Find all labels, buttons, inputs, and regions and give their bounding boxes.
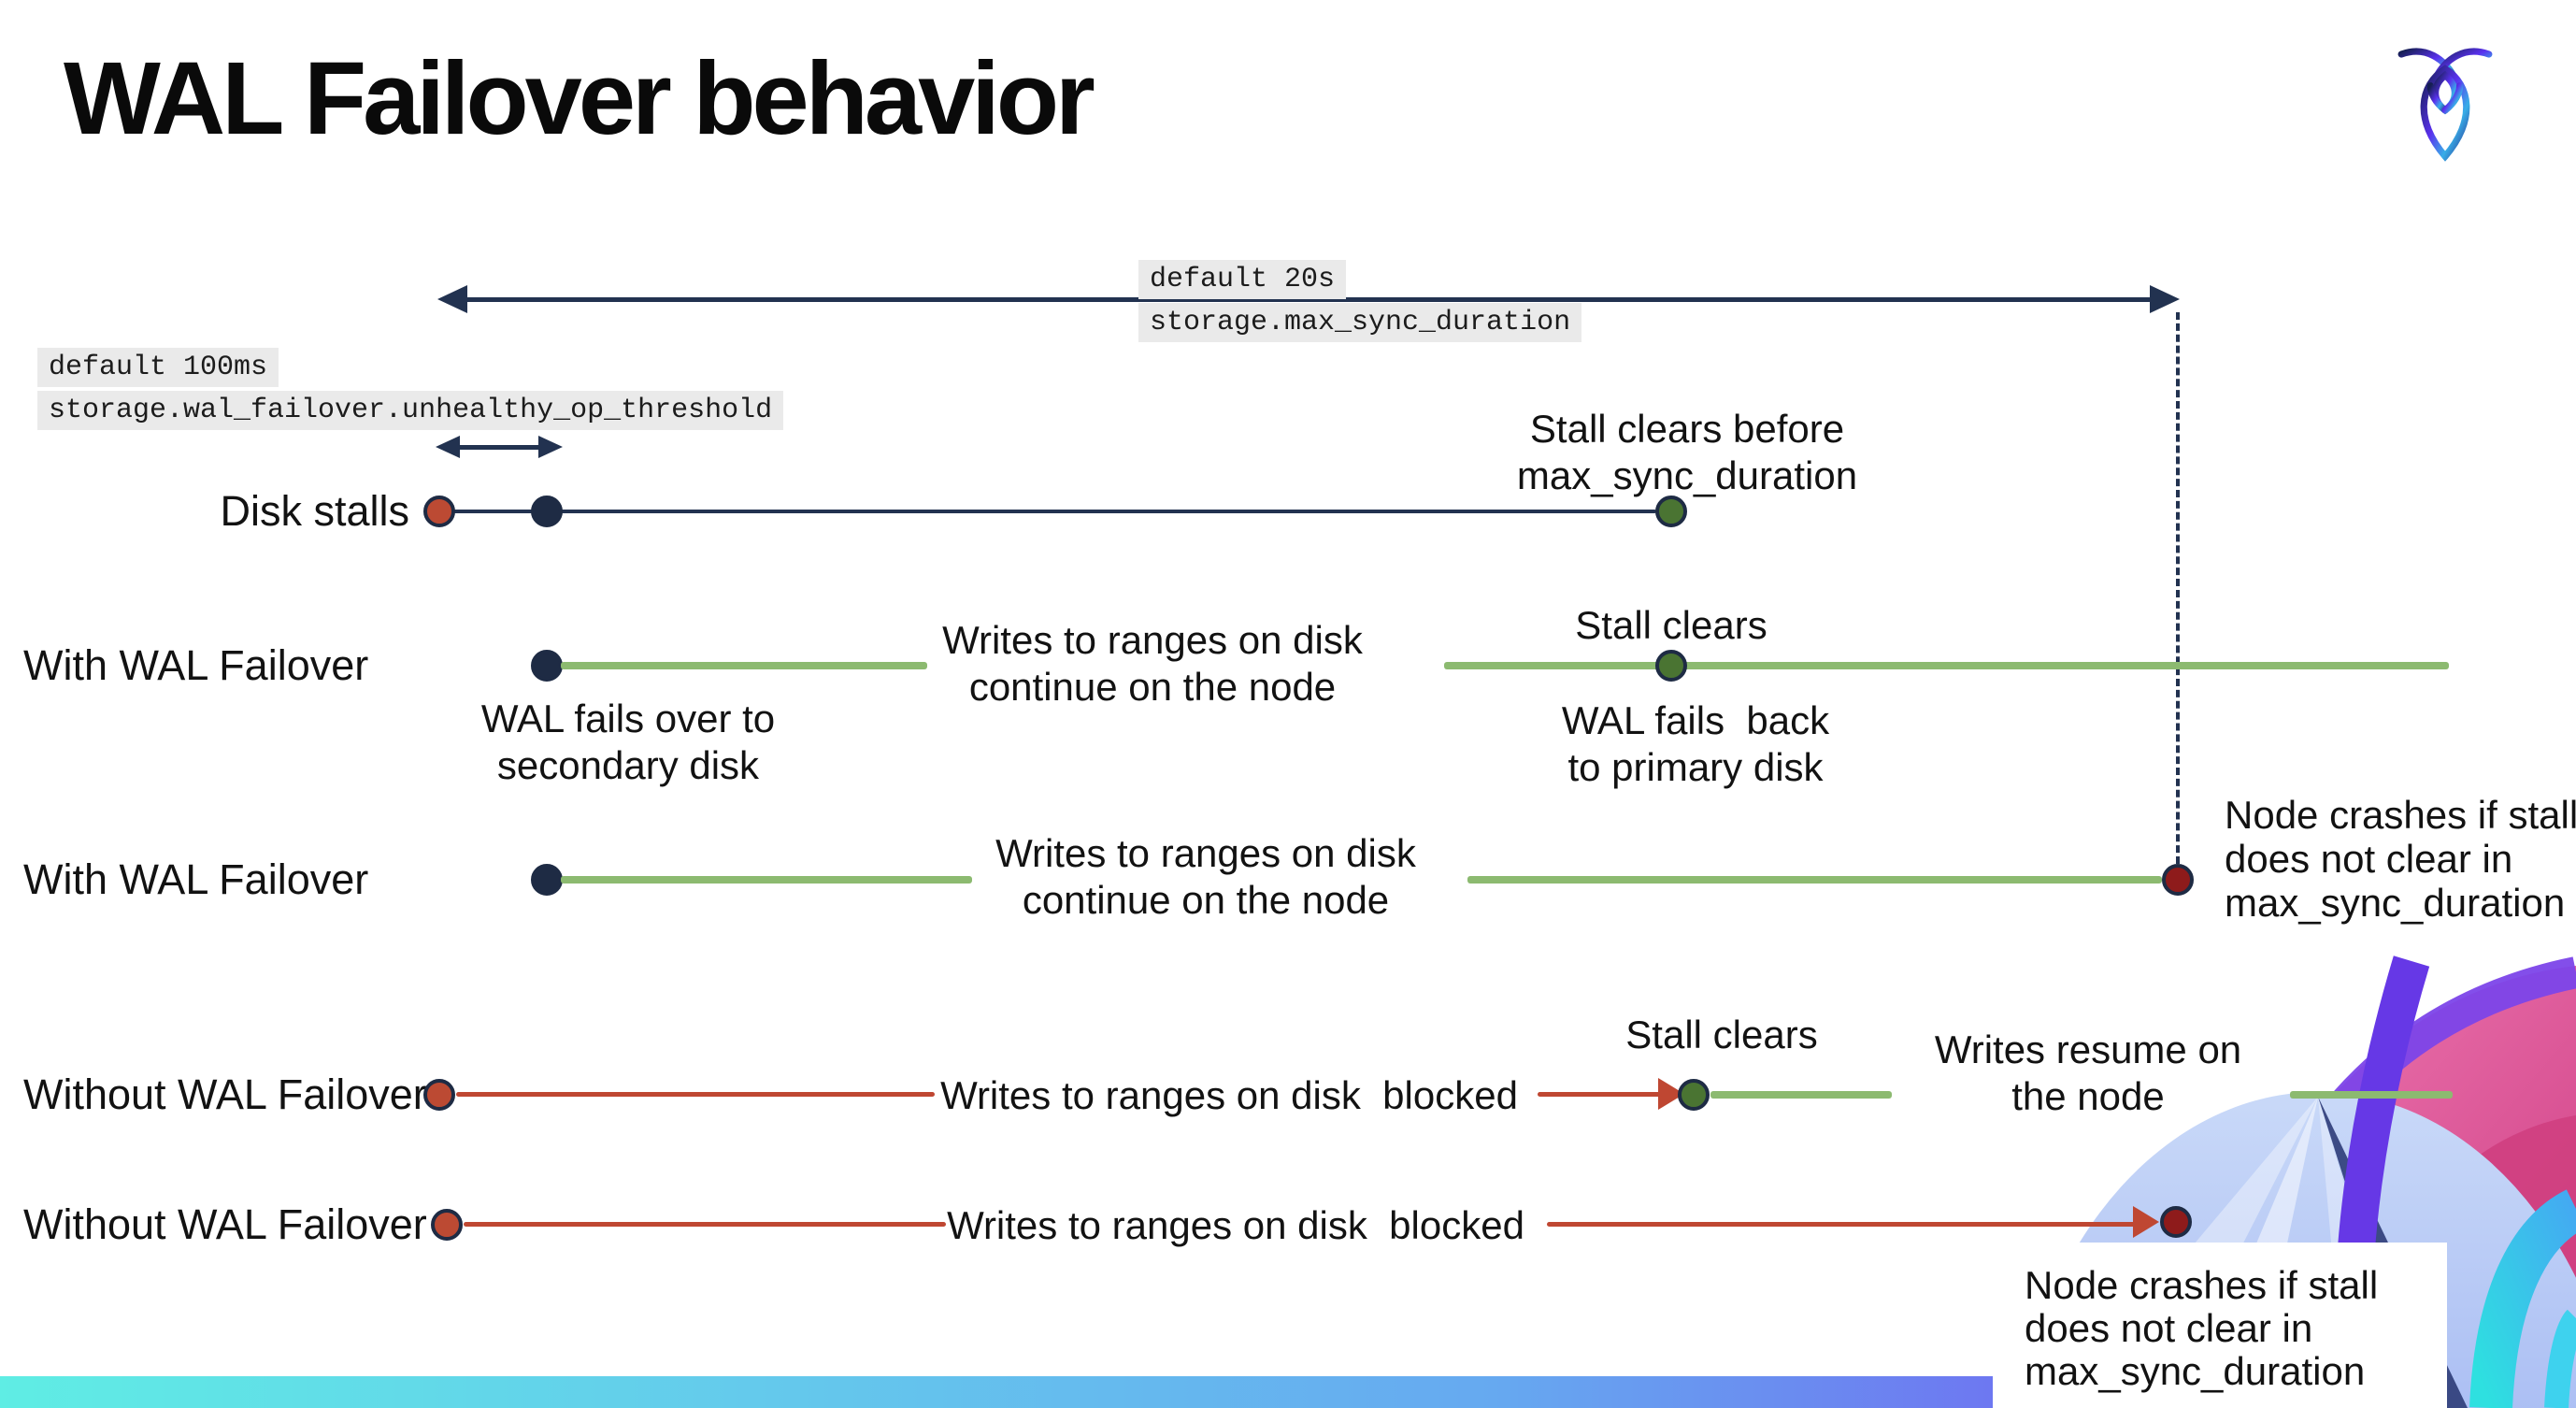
timeline-segment-green — [1467, 876, 2162, 884]
arrowhead-right-icon — [2150, 285, 2180, 313]
timeline-segment-red — [1547, 1222, 2139, 1227]
event-dot-node-crash — [2160, 1206, 2192, 1238]
event-dot-failover — [531, 864, 563, 896]
timeline-segment-red — [464, 1222, 946, 1227]
caption-writes-continue: Writes to ranges on disk continue on the… — [942, 618, 1363, 709]
event-dot-stall-start — [423, 1079, 455, 1111]
cockroachdb-logo-icon — [2397, 48, 2493, 162]
row-label-with-wal-failover: With WAL Failover — [23, 855, 369, 903]
timeline-segment-green — [561, 876, 972, 884]
timeline-segment-green — [2290, 1091, 2453, 1099]
caption-stall-clears: Stall clears — [1575, 603, 1767, 647]
caption-writes-blocked: Writes to ranges on disk blocked — [940, 1073, 1518, 1117]
event-dot-threshold — [531, 496, 563, 527]
max-sync-duration-span-line — [464, 297, 2152, 302]
event-dot-stall-clears — [1678, 1079, 1710, 1111]
event-dot-stall-clears — [1655, 496, 1687, 527]
row-label-with-wal-failover: With WAL Failover — [23, 641, 369, 689]
caption-node-crashes: Node crashes if stall does not clear in … — [2225, 793, 2576, 925]
event-dot-failover — [531, 650, 563, 682]
page-title: WAL Failover behavior — [64, 41, 1095, 156]
timeline-segment — [439, 510, 548, 513]
timeline-segment-green — [1710, 1091, 1892, 1099]
threshold-arrowhead-left-icon — [436, 436, 460, 458]
max-sync-setting-label: storage.max_sync_duration — [1138, 303, 1582, 342]
caption-wal-fails-over: WAL fails over to secondary disk — [480, 697, 776, 787]
caption-stall-clears: Stall clears — [1625, 1013, 1818, 1056]
threshold-span-line — [456, 445, 542, 450]
caption-wal-fails-back: WAL fails back to primary disk — [1561, 698, 1830, 789]
threshold-default-label: default 100ms — [37, 348, 279, 387]
caption-node-crashes: Node crashes if stall does not clear in … — [2025, 1263, 2379, 1393]
row-label-disk-stalls: Disk stalls — [220, 487, 409, 535]
row-label-without-wal-failover: Without WAL Failover — [23, 1200, 427, 1248]
red-arrowhead-icon — [2133, 1206, 2159, 1238]
max-sync-default-label: default 20s — [1138, 260, 1347, 299]
event-dot-stall-start — [423, 496, 455, 527]
event-dot-stall-start — [431, 1209, 463, 1241]
row-label-without-wal-failover: Without WAL Failover — [23, 1070, 427, 1118]
timeline-segment-red — [1538, 1092, 1666, 1097]
caption-writes-continue: Writes to ranges on disk continue on the… — [995, 831, 1416, 922]
crash-note-box — [1993, 1243, 2447, 1408]
threshold-setting-label: storage.wal_failover.unhealthy_op_thresh… — [37, 391, 784, 430]
max-sync-deadline-dashed-line — [2176, 312, 2180, 864]
threshold-arrowhead-right-icon — [538, 436, 563, 458]
arrowhead-left-icon — [437, 285, 467, 313]
caption-stall-clears-before: Stall clears before max_sync_duration — [1516, 407, 1858, 497]
event-dot-node-crash — [2162, 864, 2194, 896]
timeline-segment-green — [1444, 662, 2449, 669]
caption-writes-resume: Writes resume on the node — [1934, 1027, 2242, 1118]
event-dot-stall-clears — [1655, 650, 1687, 682]
timeline-segment-green — [561, 662, 927, 669]
timeline-segment — [547, 510, 1656, 513]
timeline-segment-red — [456, 1092, 935, 1097]
caption-writes-blocked: Writes to ranges on disk blocked — [947, 1203, 1524, 1247]
